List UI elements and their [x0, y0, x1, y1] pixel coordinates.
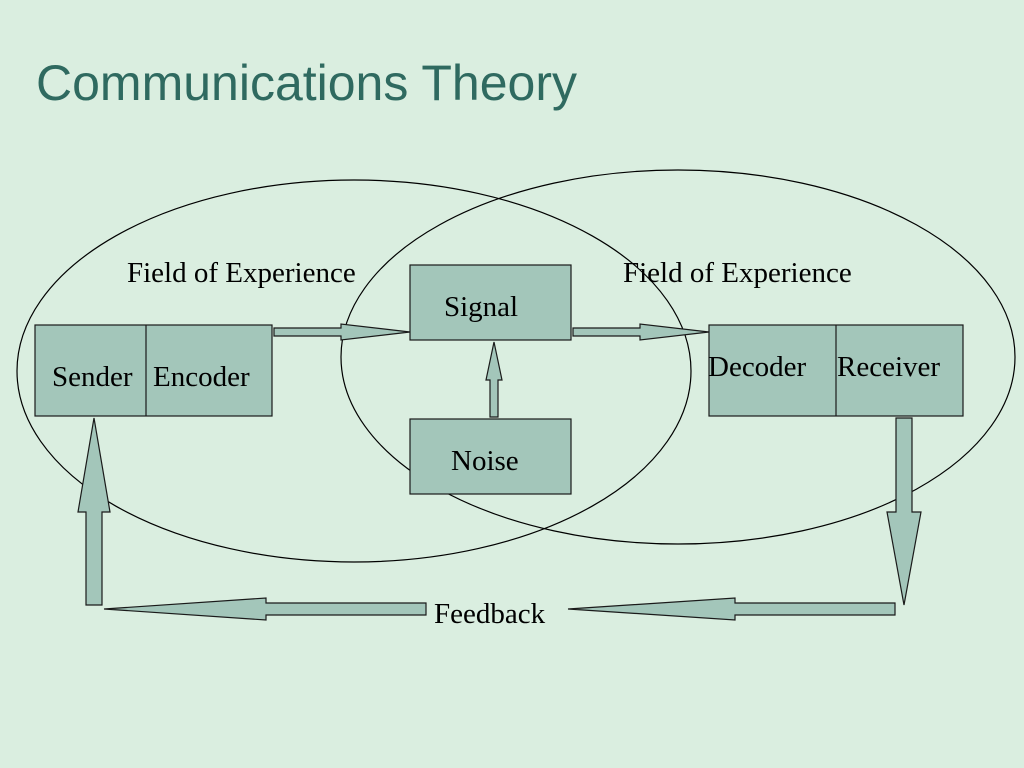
decoder-receiver-box: Decoder Receiver [708, 324, 964, 417]
sender-encoder-rect [34, 324, 273, 417]
noise-box: Noise [409, 418, 572, 495]
feedback-arrow-left-segment [103, 597, 427, 621]
feedback-arrow-right-segment [567, 597, 896, 621]
receiver-label: Receiver [837, 351, 940, 383]
noise-rect [409, 418, 572, 495]
receiver-down-arrow [886, 417, 922, 606]
signal-to-decoder-arrow [572, 323, 710, 341]
sender-label: Sender [52, 361, 133, 393]
slide-title: Communications Theory [36, 55, 577, 111]
signal-rect [409, 264, 572, 341]
field-of-experience-left-label: Field of Experience [127, 257, 356, 289]
decoder-label: Decoder [708, 351, 807, 383]
noise-label: Noise [451, 445, 519, 477]
sender-encoder-box: Sender Encoder [34, 324, 273, 417]
field-of-experience-right-label: Field of Experience [623, 257, 852, 289]
sender-up-arrow [77, 417, 111, 606]
feedback-label: Feedback [434, 598, 546, 630]
encoder-to-signal-arrow [273, 323, 411, 341]
encoder-label: Encoder [153, 361, 250, 393]
signal-label: Signal [444, 291, 518, 323]
signal-box: Signal [409, 264, 572, 341]
noise-to-signal-arrow [485, 341, 503, 418]
field-of-experience-left-ellipse [16, 179, 692, 563]
field-of-experience-right-ellipse [340, 169, 1016, 545]
